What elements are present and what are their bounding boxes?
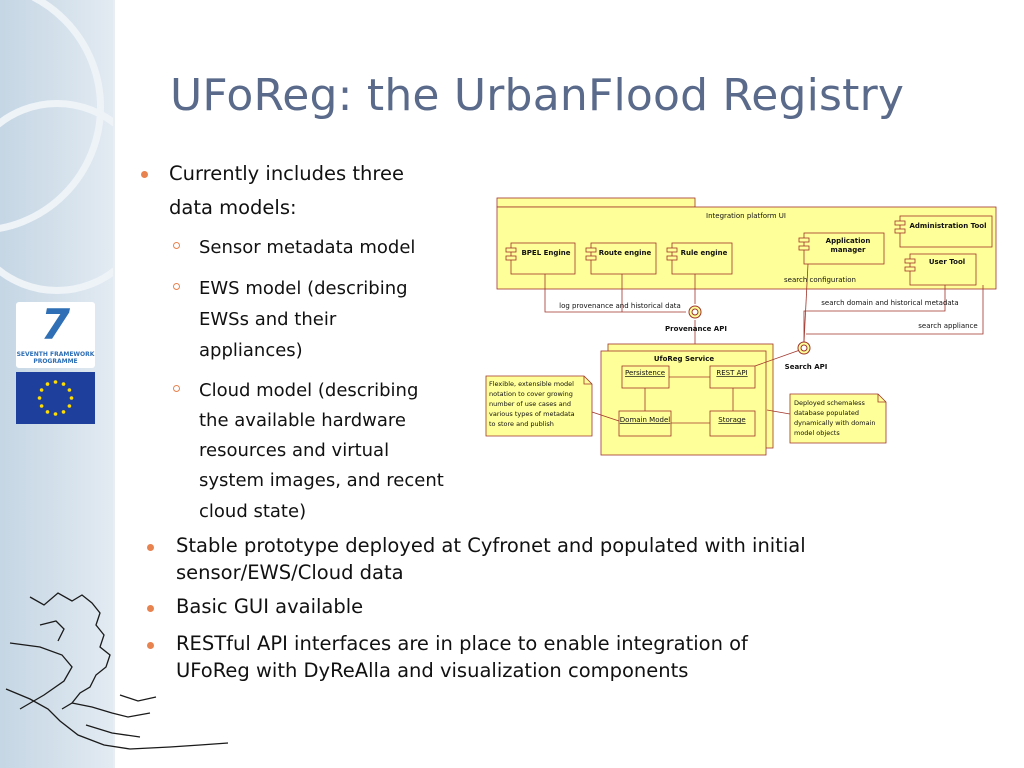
sub-bullet-text-line: resources and virtual: [199, 440, 390, 461]
sub-bullet-text-line: cloud state): [199, 501, 307, 522]
bullet-marker: [141, 171, 148, 178]
provenance-api-label: Provenance API: [665, 325, 727, 333]
eu-stars-icon: [37, 380, 74, 416]
eu-flag-logo: [16, 372, 95, 424]
sub-bullet-text-line: EWS model (describing: [199, 278, 408, 299]
sub-bullet-marker: [173, 385, 180, 392]
route-engine-label: Route engine: [599, 249, 652, 257]
administration-tool-label: Administration Tool: [909, 222, 986, 230]
user-tool-label: User Tool: [929, 258, 965, 266]
search-api-label: Search API: [785, 363, 828, 371]
fp7-text-line2: PROGRAMME: [33, 358, 78, 365]
left-note-line: notation to cover growing: [489, 390, 573, 398]
search-configuration-label: search configuration: [784, 276, 856, 284]
platform-label: Integration platform UI: [706, 212, 786, 220]
rule-engine-component: [671, 242, 733, 275]
right-note-line: Deployed schemaless: [794, 399, 866, 407]
fp7-text-line1: SEVENTH FRAMEWORK: [16, 351, 95, 358]
search-domain-label: search domain and historical metadata: [821, 299, 958, 307]
log-provenance-label: log provenance and historical data: [559, 302, 681, 310]
service-label: UfoReg Service: [654, 355, 714, 363]
slide-title: UFoReg: the UrbanFlood Registry: [170, 70, 905, 121]
architecture-diagram: Integration platform UI BPEL Engine Rout…: [485, 197, 997, 456]
bullet-text-line: sensor/EWS/Cloud data: [176, 561, 404, 584]
bullet-marker: [147, 544, 154, 551]
bullet-text-line: Basic GUI available: [176, 595, 364, 618]
sidebar-decoration: 7 SEVENTH FRAMEWORK PROGRAMME: [0, 0, 113, 768]
platform-tab: [496, 197, 696, 208]
map-outline-decoration: [5, 592, 229, 750]
bullet-text-line: Stable prototype deployed at Cyfronet an…: [176, 534, 806, 557]
rest-api-label: REST API: [716, 369, 747, 377]
route-engine-component: [590, 242, 657, 275]
sub-bullet-marker: [173, 283, 180, 290]
sub-bullet-text-line: Sensor metadata model: [199, 237, 416, 258]
domain-model-box: [618, 410, 672, 437]
storage-label: Storage: [718, 416, 745, 424]
application-manager-label-2: manager: [831, 246, 866, 254]
sub-bullet-text-line: EWSs and their: [199, 309, 337, 330]
bullet-marker: [147, 605, 154, 612]
application-manager-component: [803, 232, 885, 265]
sub-bullet-text-line: system images, and recent: [199, 470, 444, 491]
bullet-text-line: Currently includes three: [169, 162, 404, 185]
administration-tool-component: [899, 215, 993, 248]
right-note: [789, 393, 887, 444]
fp7-logo: 7 SEVENTH FRAMEWORK PROGRAMME: [16, 300, 95, 368]
search-appliance-label: search appliance: [918, 322, 977, 330]
fp7-number: 7: [40, 300, 71, 349]
right-note-line: model objects: [794, 429, 840, 437]
left-note: [485, 375, 593, 437]
bullet-text-line: data models:: [169, 196, 297, 219]
storage-box: [709, 410, 756, 437]
persistence-label: Persistence: [625, 369, 665, 377]
right-note-line: dynamically with domain: [794, 419, 876, 427]
bullet-text-line: UFoReg with DyReAlla and visualization c…: [176, 659, 689, 682]
application-manager-label: Application: [826, 237, 871, 245]
bullet-marker: [147, 642, 154, 649]
bullet-text-line: RESTful API interfaces are in place to e…: [176, 632, 748, 655]
sub-bullet-text-line: appliances): [199, 340, 303, 361]
rule-engine-label: Rule engine: [681, 249, 728, 257]
left-note-line: Flexible, extensible model: [489, 380, 574, 388]
left-note-line: various types of metadata: [489, 410, 575, 418]
user-tool-component: [909, 253, 977, 286]
sidebar-edge: [113, 0, 115, 768]
bpel-engine-label: BPEL Engine: [521, 249, 570, 257]
left-note-line: to store and publish: [489, 420, 554, 428]
left-note-line: number of use cases and: [489, 400, 571, 408]
sub-bullet-text-line: the available hardware: [199, 410, 407, 431]
decorative-circle: [0, 100, 113, 294]
sub-bullet-text-line: Cloud model (describing: [199, 380, 419, 401]
bpel-engine-component: [510, 242, 576, 275]
right-note-line: database populated: [794, 409, 859, 417]
sub-bullet-marker: [173, 242, 180, 249]
domain-model-label: Domain Model: [620, 416, 670, 424]
